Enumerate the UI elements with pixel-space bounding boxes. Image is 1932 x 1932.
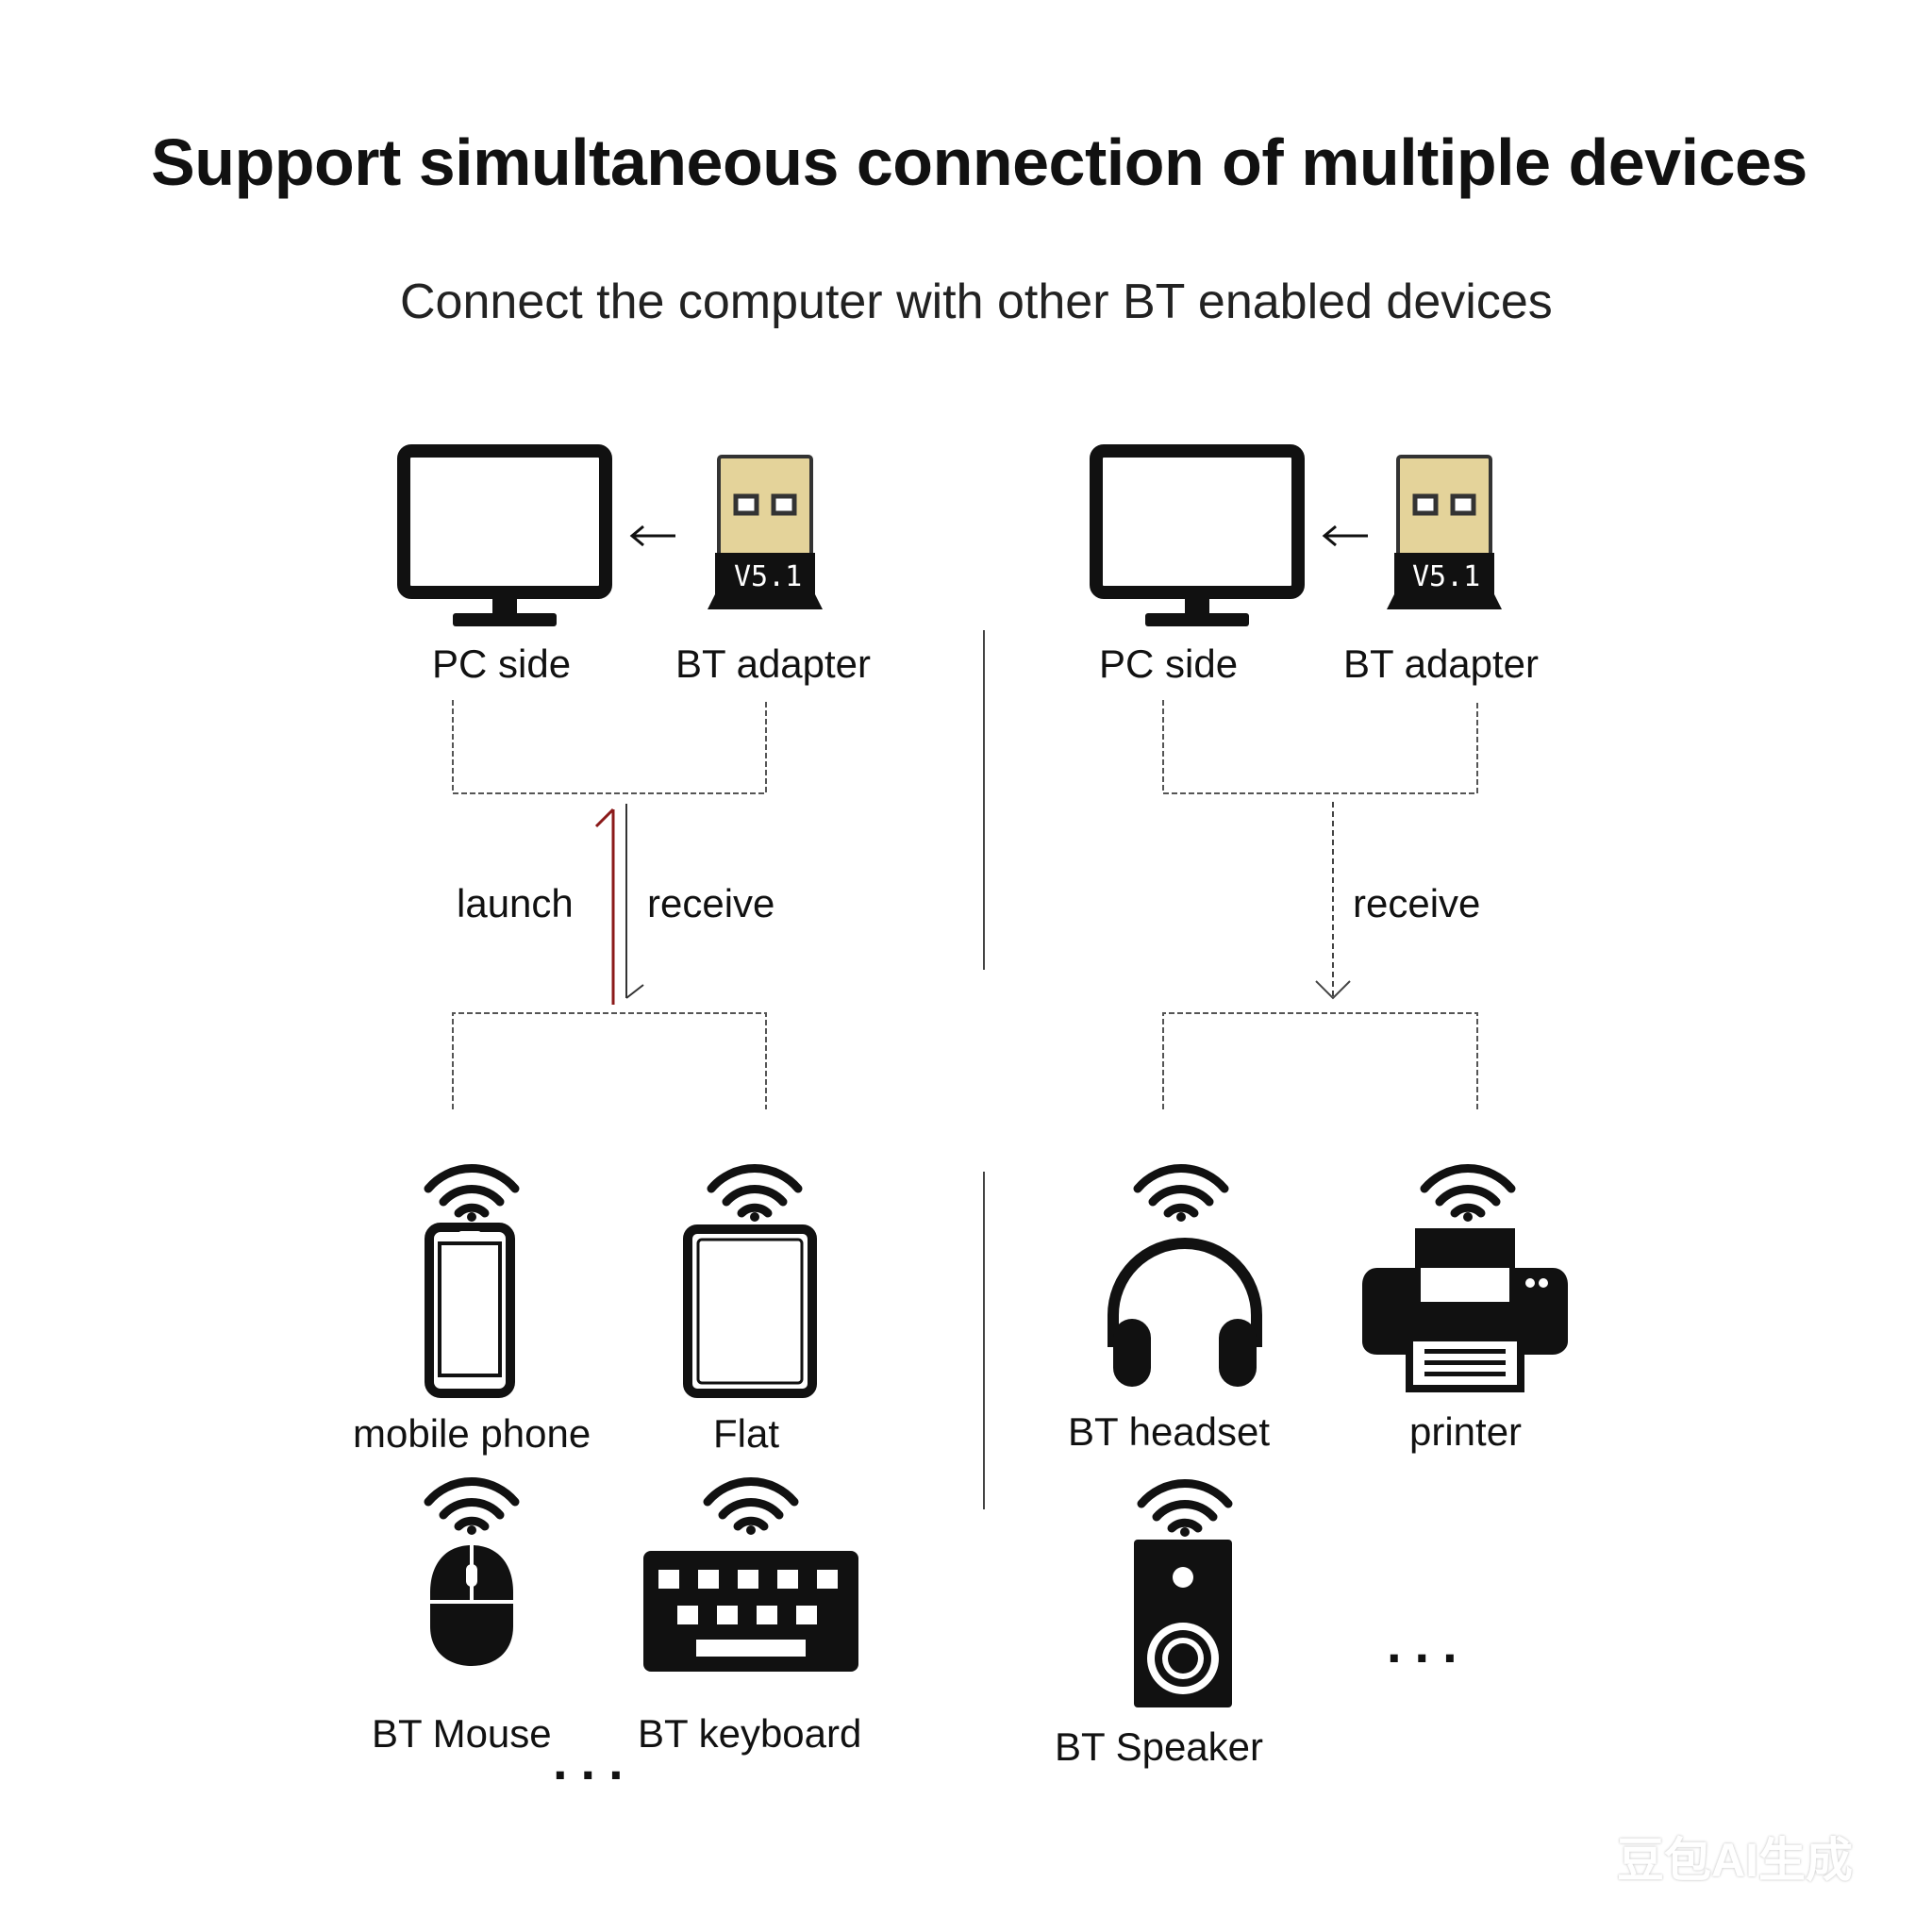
left-top-bracket	[452, 700, 767, 794]
launch-label: launch	[457, 881, 574, 925]
left-more-devices-ellipsis: ...	[553, 1731, 637, 1790]
monitor-icon	[1090, 444, 1305, 626]
page-subtitle: Connect the computer with other BT enabl…	[400, 275, 1553, 329]
right-bottom-bracket	[1162, 1012, 1478, 1109]
left-receive-arrow-head	[625, 984, 644, 999]
right-adapter-arrow-head	[1322, 525, 1337, 547]
wireless-signal-icon	[1137, 1479, 1233, 1537]
adapter-version-label: V5.1	[734, 560, 803, 593]
wireless-signal-icon	[1420, 1164, 1516, 1222]
headset-icon	[1108, 1238, 1262, 1387]
launch-arrow-head	[594, 808, 615, 828]
right-more-devices-ellipsis: ...	[1387, 1614, 1471, 1674]
mobile-phone-icon	[425, 1223, 515, 1398]
right-pc-side-label: PC side	[1099, 641, 1239, 686]
wireless-signal-icon	[703, 1477, 799, 1535]
device-label-flat: Flat	[713, 1411, 780, 1456]
mouse-icon	[430, 1545, 513, 1666]
left-bt-adapter-label: BT adapter	[675, 641, 872, 686]
right-bt-adapter-label: BT adapter	[1343, 641, 1540, 686]
right-receive-label: receive	[1353, 881, 1481, 925]
adapter-version-label: V5.1	[1412, 560, 1481, 593]
device-label-bt-speaker: BT Speaker	[1055, 1724, 1264, 1769]
device-label-bt-mouse: BT Mouse	[372, 1711, 552, 1756]
device-label-bt-headset: BT headset	[1068, 1409, 1271, 1454]
tablet-icon	[683, 1224, 817, 1398]
keyboard-icon	[643, 1551, 858, 1672]
bt-adapter-icon	[1387, 455, 1502, 609]
printer-icon	[1362, 1228, 1568, 1392]
left-pc-side-label: PC side	[432, 641, 572, 686]
page-title: Support simultaneous connection of multi…	[151, 125, 1807, 199]
wireless-signal-icon	[424, 1477, 520, 1535]
device-label-printer: printer	[1409, 1409, 1523, 1454]
speaker-icon	[1134, 1540, 1232, 1707]
device-label-bt-keyboard: BT keyboard	[638, 1711, 862, 1756]
right-top-bracket	[1162, 700, 1478, 794]
wireless-signal-icon	[424, 1164, 520, 1222]
left-receive-label: receive	[647, 881, 775, 925]
right-receive-arrow-head	[1315, 980, 1351, 1000]
monitor-icon	[397, 444, 612, 626]
watermark-text: 豆包AI生成	[1617, 1834, 1853, 1887]
wireless-signal-icon	[707, 1164, 803, 1222]
wireless-signal-icon	[1133, 1164, 1229, 1222]
bt-adapter-icon	[708, 455, 823, 609]
left-adapter-arrow-head	[629, 525, 644, 547]
device-label-mobile-phone: mobile phone	[353, 1411, 591, 1456]
left-bottom-bracket	[452, 1012, 767, 1109]
